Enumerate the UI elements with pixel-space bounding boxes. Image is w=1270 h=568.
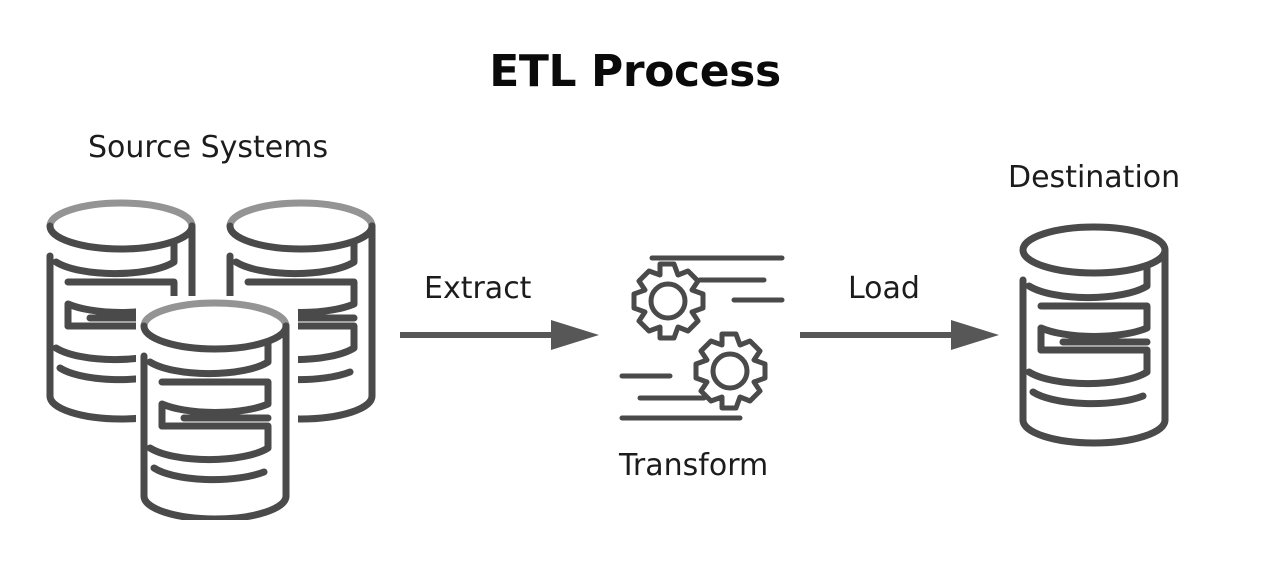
gears-icon <box>619 255 785 421</box>
database-icon-source-3 <box>136 296 298 520</box>
source-systems-label: Source Systems <box>88 130 329 165</box>
load-label: Load <box>848 271 920 306</box>
database-stack-icon <box>30 180 410 520</box>
database-icon-destination <box>1019 223 1169 447</box>
arrow-right-icon-load <box>800 320 999 350</box>
transform-label: Transform <box>619 448 769 483</box>
destination-label: Destination <box>1008 160 1181 195</box>
arrow-right-icon-extract <box>400 320 599 350</box>
extract-label: Extract <box>424 271 532 306</box>
page-title: ETL Process <box>489 46 781 97</box>
